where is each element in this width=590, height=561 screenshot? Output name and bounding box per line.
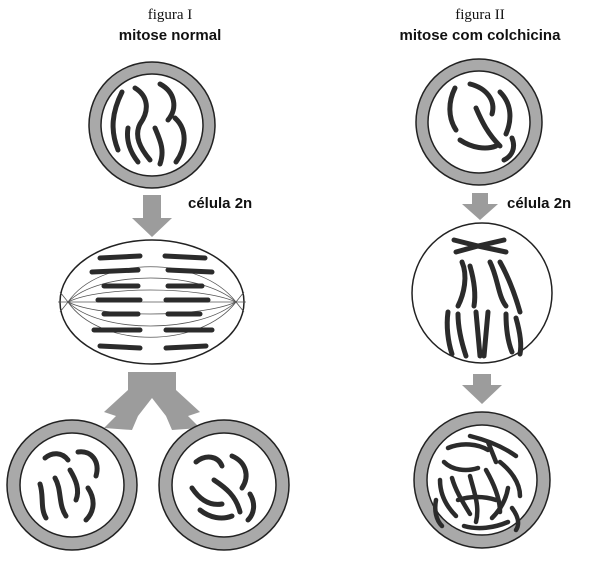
- fig1-daughter-cell-left: [7, 420, 137, 550]
- fig2-polyploid-cell: [414, 412, 550, 548]
- fig1-metaphase-cell: [58, 240, 246, 364]
- fig2-arrow-down-1: [462, 193, 498, 220]
- fig1-daughter-cell-right: [159, 420, 289, 550]
- fig1-split-arrow: [104, 372, 200, 430]
- fig2-metaphase-cell: [412, 223, 552, 363]
- fig1-arrow-down: [132, 195, 172, 237]
- fig2-parent-cell: [416, 59, 542, 185]
- fig1-parent-cell: [89, 62, 215, 188]
- fig2-arrow-down-2: [462, 374, 502, 404]
